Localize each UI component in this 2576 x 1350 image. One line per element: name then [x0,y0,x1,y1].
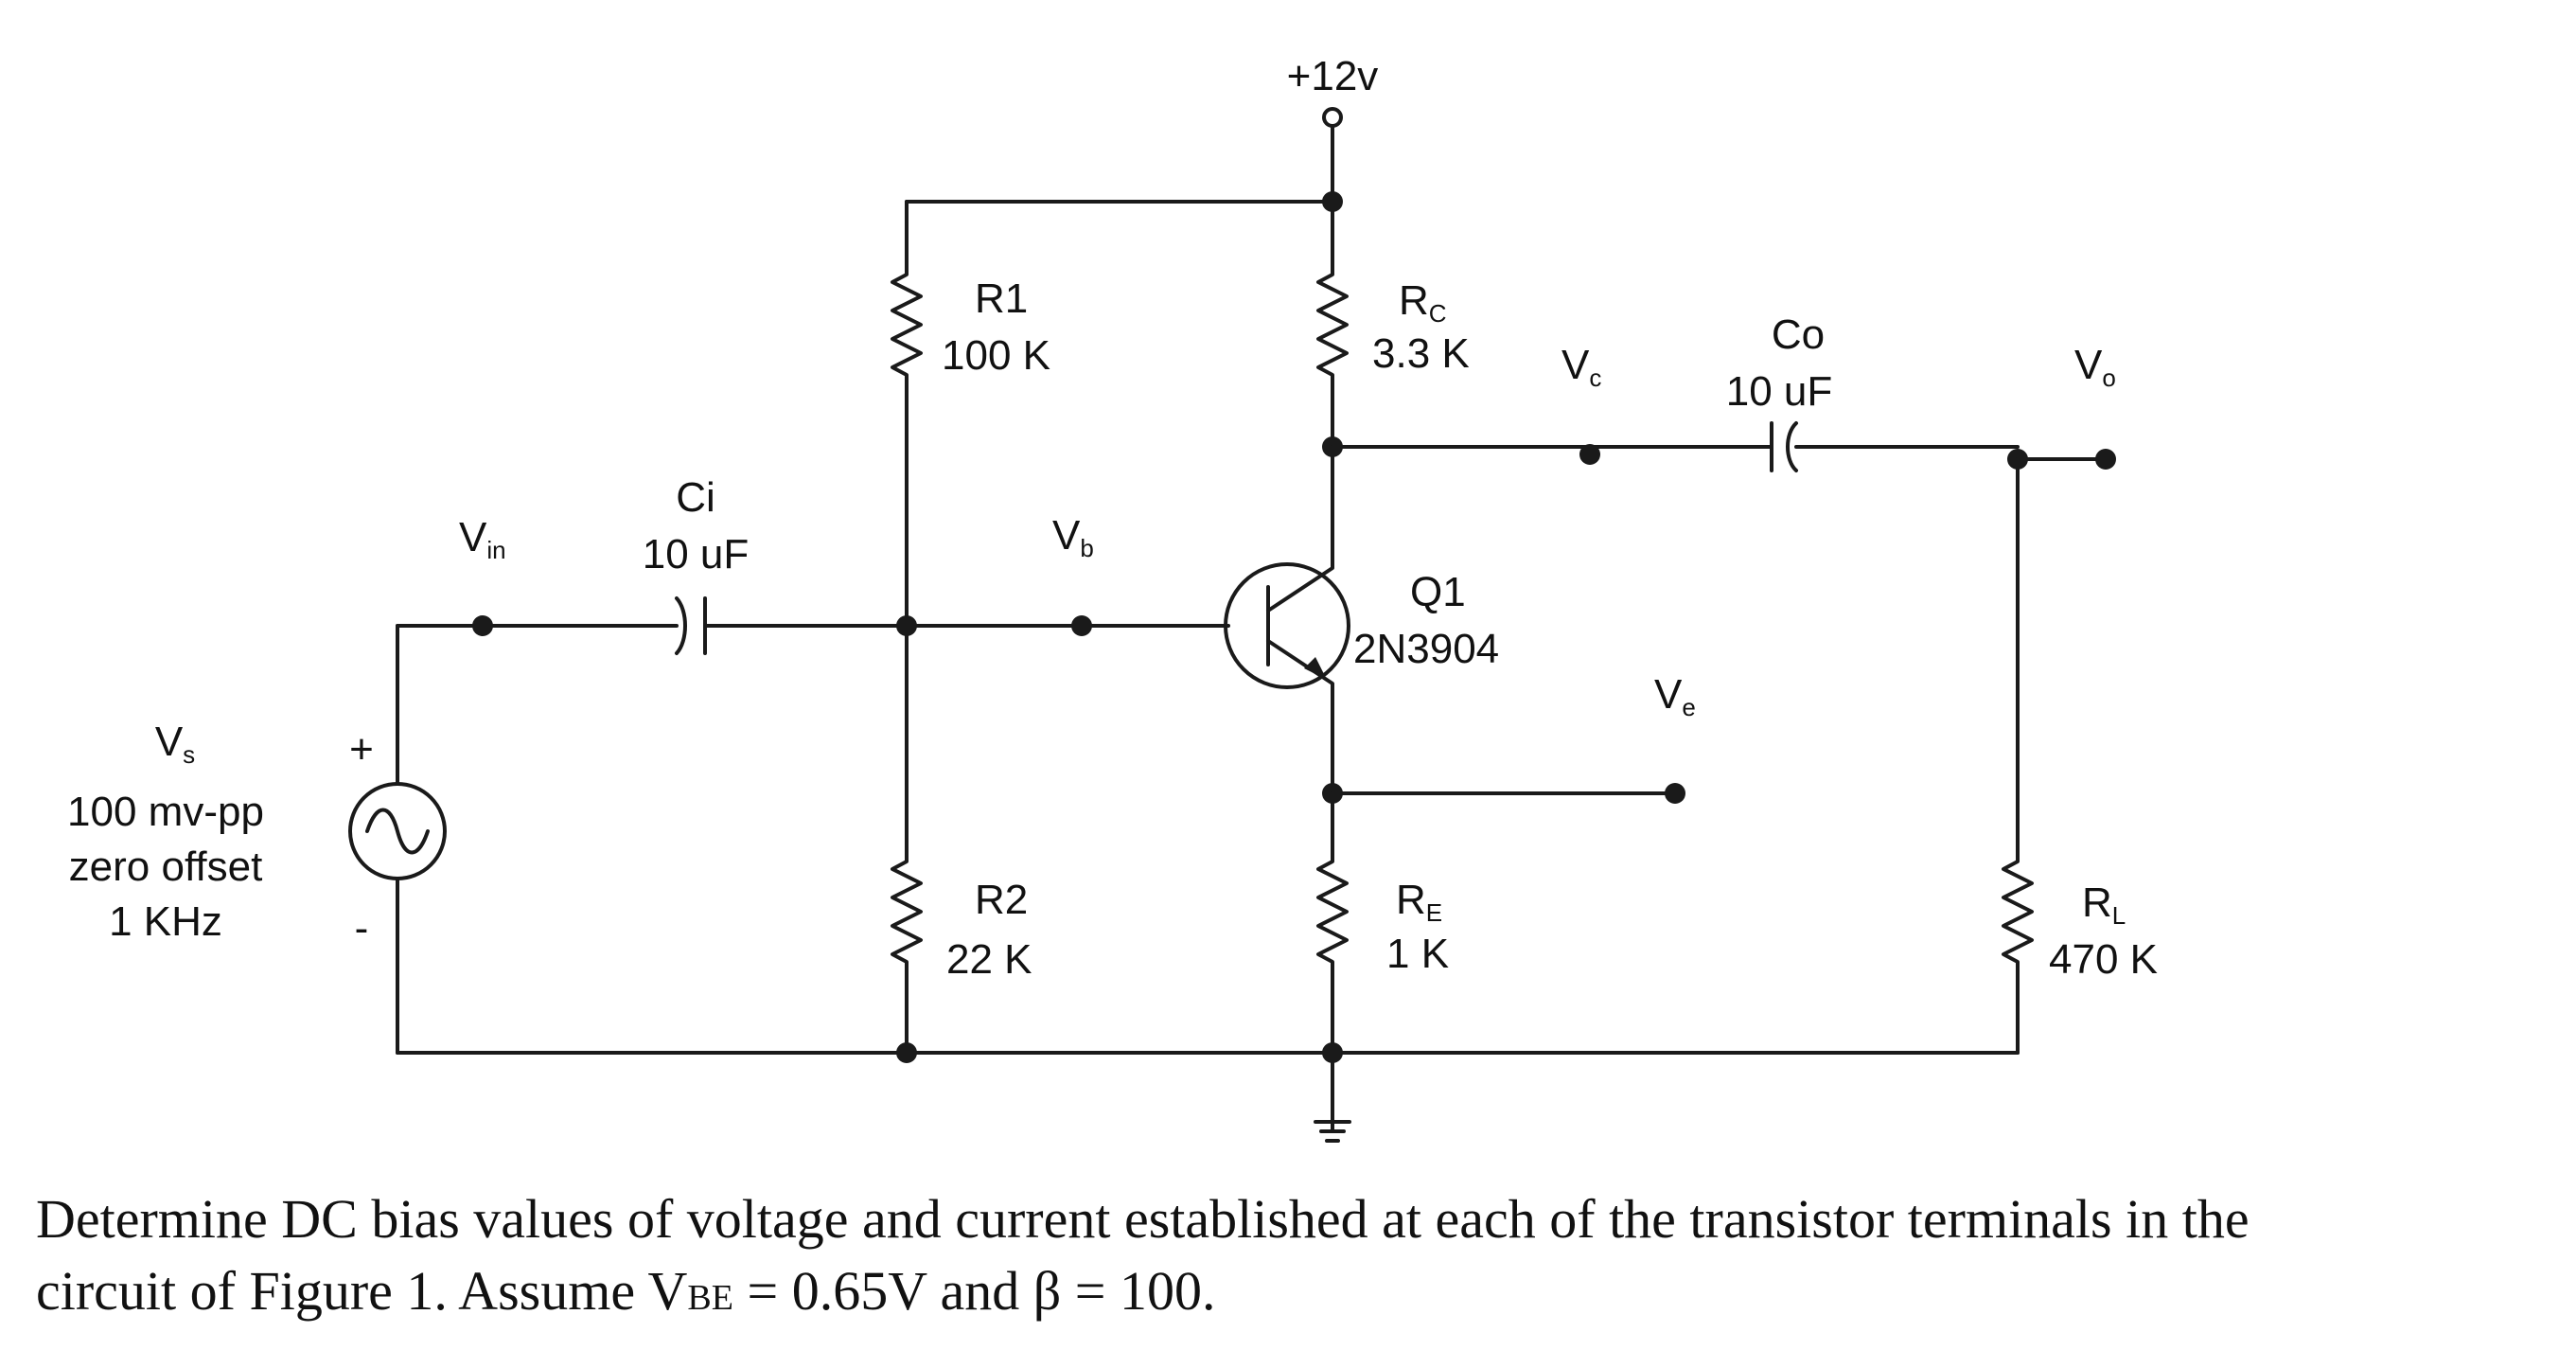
ci-value: 10 uF [643,531,750,577]
rc-resistor: RC 3.3 K [1316,200,1470,449]
supply-label: +12v [1287,53,1379,99]
r2-value: 22 K [946,936,1032,983]
rl-value: 470 K [2049,936,2158,983]
vo-label: Vo [2074,342,2116,392]
q1-part: 2N3904 [1353,626,1499,672]
rl-name: RL [2082,879,2126,930]
ci-name: Ci [676,474,715,521]
r1-resistor: R1 100 K [891,200,1050,627]
re-value: 1 K [1386,931,1449,977]
supply-terminal: +12v [1287,53,1379,128]
vc-node [1579,444,1600,465]
problem-line-2: circuit of Figure 1. Assume VBE = 0.65V … [36,1260,1216,1322]
r1-value: 100 K [942,332,1050,379]
co-name: Co [1772,311,1825,358]
source-offset: zero offset [69,844,263,890]
top-rail-wire [905,124,1334,204]
ground-node-r2 [896,1042,917,1063]
ac-source: + - [348,624,447,1055]
ve-label: Ve [1654,671,1696,721]
rc-value: 3.3 K [1372,330,1470,377]
re-name: RE [1396,877,1442,927]
rl-resistor: RL 470 K [2002,457,2158,1055]
source-frequency: 1 KHz [109,898,222,945]
vc-label: Vc [1561,342,1601,392]
co-value: 10 uF [1726,368,1833,415]
source-amplitude: 100 mv-pp [67,789,264,835]
source-minus: - [355,905,369,951]
re-resistor: RE 1 K [1316,791,1449,1055]
ground-symbol [1314,1051,1351,1143]
npn-transistor-icon: Q1 2N3904 [1224,445,1499,795]
r2-resistor: R2 22 K [891,624,1032,1055]
vin-node [472,615,493,636]
problem-line-1: Determine DC bias values of voltage and … [36,1188,2250,1250]
ve-node [1665,783,1685,804]
q1-name: Q1 [1410,569,1466,615]
rc-name: RC [1399,277,1447,328]
vin-label: Vin [459,514,506,564]
source-name: Vs [155,719,195,769]
vb-node [1071,615,1092,636]
vo-node [2095,449,2116,470]
r2-name: R2 [975,877,1028,923]
co-capacitor: Co 10 uF [1726,311,1833,472]
r1-name: R1 [975,275,1028,322]
source-plus: + [349,726,374,773]
sine-wave-icon [365,808,430,855]
ci-capacitor: Ci 10 uF [643,474,750,655]
vb-label: Vb [1052,512,1094,562]
problem-statement: Determine DC bias values of voltage and … [36,1183,2544,1334]
